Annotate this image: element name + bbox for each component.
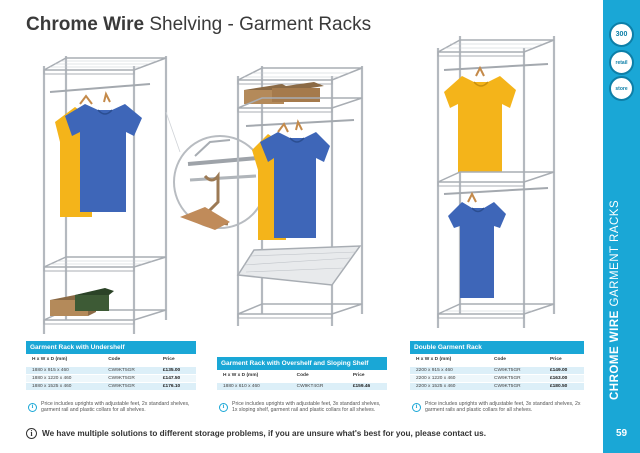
side-band-label-rest: GARMENT RACKS (609, 199, 621, 311)
product-note-double: i Price includes uprights with adjustabl… (412, 401, 584, 413)
size-cell: 1880 x 915 x 460 (26, 365, 103, 374)
price-cell: £163.00 (543, 373, 584, 382)
price-table: H x W x D (mm) Code Price 2200 x 915 x 4… (410, 354, 584, 390)
code-cell: CW9KT4GR (290, 381, 347, 390)
note-text: Price includes uprights with adjustable … (41, 401, 190, 413)
title-bold: Chrome Wire (26, 14, 145, 35)
col-code: Code (493, 357, 506, 363)
col-size: H x W x D (mm) (223, 373, 259, 379)
footer-message: i We have multiple solutions to differen… (26, 428, 486, 439)
col-price: Price (352, 373, 365, 379)
side-band-label-bold: CHROME WIRE (609, 310, 621, 400)
col-price: Price (549, 357, 562, 363)
product-title: Garment Rack with Undershelf (26, 341, 196, 354)
footer-text: We have multiple solutions to different … (42, 429, 487, 438)
price-cell: £180.50 (543, 381, 584, 390)
size-cell: 1880 x 1220 x 460 (26, 373, 103, 382)
side-band-label: CHROME WIRE GARMENT RACKS (609, 200, 640, 400)
double-garment-rack-image (436, 36, 556, 328)
code-cell: CW9KT5GR (102, 381, 157, 390)
note-text: Price includes uprights with adjustable … (232, 401, 381, 413)
info-icon: i (26, 428, 37, 439)
price-cell: £147.50 (156, 373, 196, 382)
info-icon: i (219, 402, 228, 412)
product-table-undershelf: Garment Rack with Undershelf H x W x D (… (26, 341, 196, 390)
info-icon: i (412, 402, 421, 412)
badge-300-icon: 300 (609, 22, 634, 47)
code-cell: CW9KT5GR (487, 365, 544, 374)
col-price: Price (162, 357, 175, 363)
info-icon: i (28, 402, 37, 412)
title-rest: Shelving - Garment Racks (144, 14, 372, 35)
product-note-undershelf: i Price includes uprights with adjustabl… (28, 401, 196, 413)
code-cell: CW9KT5GR (487, 381, 544, 390)
size-cell: 2200 x 1220 x 460 (410, 373, 488, 382)
page-number: 59 (615, 428, 628, 439)
code-cell: CW9KT5GR (102, 365, 157, 374)
col-size: H x W x D (mm) (416, 357, 452, 363)
garment-rack-overshelf-image (236, 66, 364, 326)
price-table: H x W x D (mm) Code Price 1880 x 610 x 4… (217, 370, 387, 390)
badge-store-icon: store (609, 76, 634, 101)
code-cell: CW9KT5GR (487, 373, 544, 382)
price-cell: £135.00 (156, 365, 196, 374)
product-title: Garment Rack with Overshelf and Sloping … (217, 357, 387, 370)
price-cell: £149.00 (543, 365, 584, 374)
product-title: Double Garment Rack (410, 341, 584, 354)
note-text: Price includes uprights with adjustable … (425, 401, 581, 413)
product-table-overshelf: Garment Rack with Overshelf and Sloping … (217, 357, 387, 390)
price-cell: £176.10 (156, 381, 196, 390)
col-code: Code (296, 373, 309, 379)
product-table-double: Double Garment Rack H x W x D (mm) Code … (410, 341, 584, 390)
page-title: Chrome Wire Shelving - Garment Racks (26, 14, 371, 36)
code-cell: CW9KT5GR (102, 373, 157, 382)
col-size: H x W x D (mm) (32, 357, 68, 363)
garment-rack-undershelf-image (42, 56, 260, 334)
size-cell: 2200 x 1525 x 460 (410, 381, 488, 390)
size-cell: 1880 x 610 x 460 (217, 381, 291, 390)
price-table: H x W x D (mm) Code Price 1880 x 915 x 4… (26, 354, 196, 390)
size-cell: 2200 x 915 x 460 (410, 365, 488, 374)
side-band: 300 retail store CHROME WIRE GARMENT RAC… (603, 0, 640, 453)
col-code: Code (108, 357, 121, 363)
size-cell: 1880 x 1525 x 460 (26, 381, 103, 390)
price-cell: £159.46 (346, 381, 387, 390)
badge-retail-icon: retail (609, 50, 634, 75)
product-note-overshelf: i Price includes uprights with adjustabl… (219, 401, 387, 413)
